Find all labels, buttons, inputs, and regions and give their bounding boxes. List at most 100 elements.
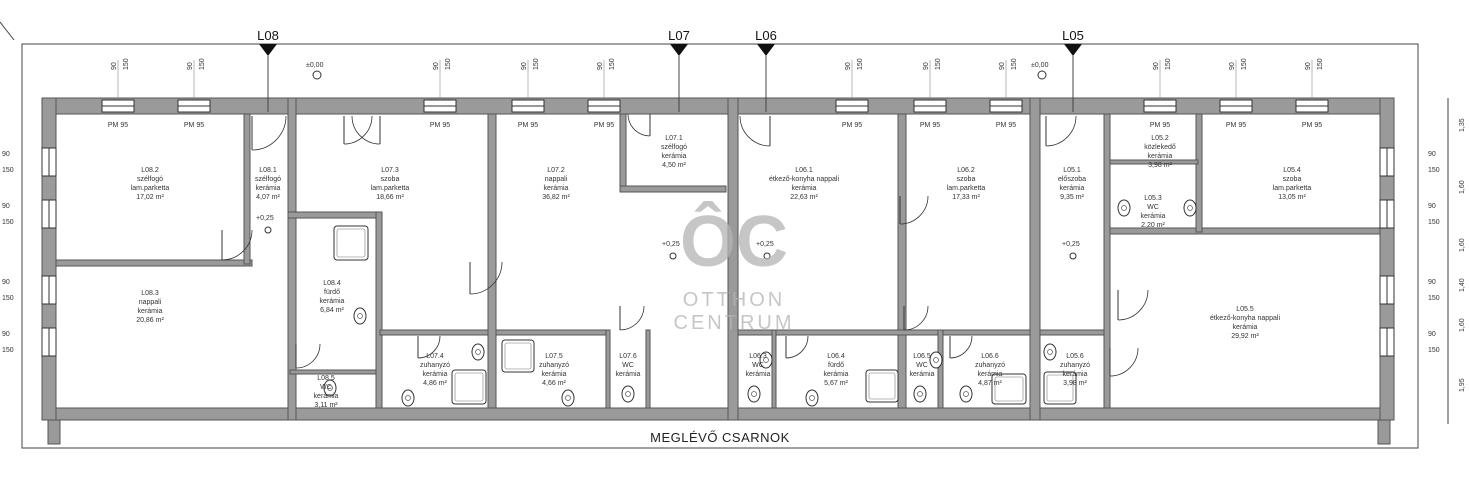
room-finish: kerámia <box>1233 324 1258 331</box>
window-width: 90 <box>2 203 10 210</box>
toilet <box>1043 343 1057 361</box>
window-width: 90 <box>1428 151 1436 158</box>
room-id: L06.3 <box>749 353 767 360</box>
window-height: 150 <box>1165 58 1172 70</box>
room-id: L08.1 <box>259 167 277 174</box>
room-name: szoba <box>1283 176 1302 183</box>
room-id: L06.4 <box>827 353 845 360</box>
room-name: WC <box>916 362 928 369</box>
window-height: 150 <box>445 58 452 70</box>
height-mark: +0,25 <box>662 241 680 260</box>
toilet <box>747 385 761 403</box>
room-finish: kerámia <box>544 185 569 192</box>
window-width: 90 <box>845 62 852 70</box>
partition <box>243 113 251 265</box>
room-name: zuhanyzó <box>539 362 569 369</box>
room-area: 13,05 m² <box>1278 194 1306 201</box>
window-height: 150 <box>199 58 206 70</box>
svg-text:L08: L08 <box>257 28 279 43</box>
room-id: L05.2 <box>1151 135 1169 142</box>
toilet <box>401 389 415 407</box>
room-id: L07.2 <box>547 167 565 174</box>
partition <box>495 329 607 336</box>
svg-text:OTTHON: OTTHON <box>683 289 785 311</box>
window-tag: PM 95 <box>108 122 128 129</box>
partition <box>287 211 381 219</box>
room-id: L07.6 <box>619 353 637 360</box>
window-tag: PM 95 <box>518 122 538 129</box>
window-height: 150 <box>2 219 14 226</box>
svg-text:1,35: 1,35 <box>1459 118 1466 132</box>
window-width: 90 <box>1428 279 1436 286</box>
partition <box>55 259 253 267</box>
corner-mark <box>0 21 15 41</box>
window-width: 90 <box>1428 203 1436 210</box>
toilet <box>913 385 927 403</box>
room-id: L06.2 <box>957 167 975 174</box>
window-width: 90 <box>521 62 528 70</box>
existing-hall-caption: MEGLÉVŐ CSARNOK <box>650 430 790 445</box>
shower-tray <box>991 373 1027 405</box>
room-finish: kerámia <box>320 298 345 305</box>
partition <box>619 113 627 191</box>
window-width: 90 <box>1153 62 1160 70</box>
room-id: L08.2 <box>141 167 159 174</box>
party-wall-l07-l06 <box>727 97 739 421</box>
partition <box>645 329 651 409</box>
toilet <box>471 343 485 361</box>
room-name: előszoba <box>1058 176 1086 183</box>
toilet <box>1117 199 1131 217</box>
room-name: szoba <box>381 176 400 183</box>
window-width: 90 <box>433 62 440 70</box>
toilet <box>353 307 367 325</box>
window-width: 90 <box>999 62 1006 70</box>
window-tag: PM 95 <box>1150 122 1170 129</box>
svg-text:+0,25: +0,25 <box>256 215 274 222</box>
window-height: 150 <box>609 58 616 70</box>
room-id: L07.1 <box>665 135 683 142</box>
svg-text:ÔC: ÔC <box>680 201 788 282</box>
axis-marker-l07: L07 <box>668 28 690 112</box>
partition <box>1039 329 1111 336</box>
axis-marker-l05: L05 <box>1062 28 1084 112</box>
partition <box>1109 159 1199 165</box>
door <box>903 305 929 331</box>
room-finish: kerámia <box>423 371 448 378</box>
shower-tray <box>333 225 369 261</box>
room-area: 17,33 m² <box>952 194 980 201</box>
room-finish: kerámia <box>662 153 687 160</box>
window-tag: PM 95 <box>1226 122 1246 129</box>
room-name: zuhanyzó <box>1060 362 1090 369</box>
height-mark: +0,25 <box>756 241 774 260</box>
svg-text:+0,25: +0,25 <box>756 241 774 248</box>
svg-text:1,60: 1,60 <box>1459 238 1466 252</box>
room-name: fürdő <box>324 289 340 296</box>
room-name: étkező-konyha nappali <box>1210 315 1280 322</box>
shower-tray <box>501 339 535 373</box>
partition <box>1109 227 1381 235</box>
dimension-labels: 1,35 1,60 1,60 1,40 1,60 1,95 <box>1459 118 1466 392</box>
window-width: 90 <box>597 62 604 70</box>
window-width: 90 <box>1229 62 1236 70</box>
room-name: fürdő <box>828 362 844 369</box>
window-tag: PM 95 <box>430 122 450 129</box>
north-wall <box>41 97 1395 115</box>
room-area: 3,98 m² <box>1148 162 1172 169</box>
room-area: 17,02 m² <box>136 194 164 201</box>
partition <box>487 113 497 409</box>
